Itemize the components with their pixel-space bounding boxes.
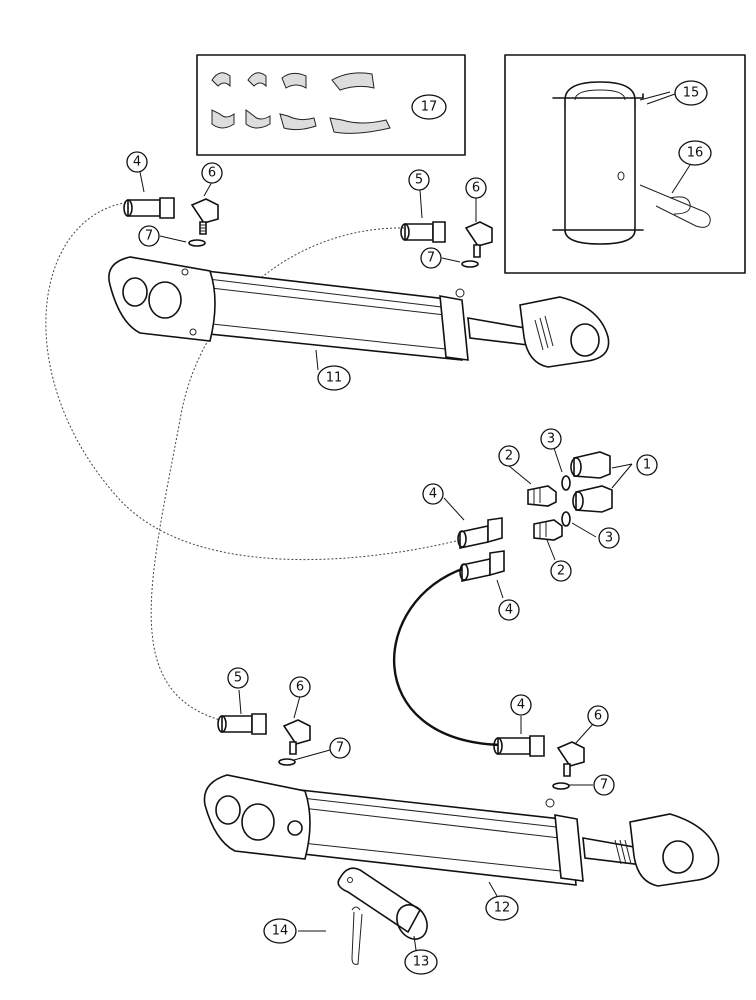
callout-label: 4 — [505, 603, 513, 618]
callout-label: 5 — [234, 671, 242, 686]
part-callouts: 17 15 16 4 6 7 5 6 7 11 2 3 1 4 3 2 4 5 … — [126, 80, 712, 975]
callout-1: 1 — [636, 454, 658, 476]
callout-4-middle-upper: 4 — [422, 483, 444, 505]
cotter-pin — [351, 906, 363, 965]
callout-label: 4 — [429, 487, 437, 502]
clevis-pin — [337, 867, 428, 940]
upper-cylinder — [108, 256, 610, 368]
leader-lines — [139, 93, 676, 951]
callout-label: 12 — [494, 901, 511, 916]
callout-6-lower-right: 6 — [587, 705, 609, 727]
callout-label: 16 — [687, 146, 704, 161]
callout-3-lower: 3 — [598, 527, 620, 549]
callout-6-top-right: 6 — [465, 177, 487, 199]
callout-7-lower-right: 7 — [593, 774, 615, 796]
callout-label: 15 — [683, 86, 700, 101]
callout-label: 11 — [326, 371, 343, 386]
callout-12: 12 — [485, 895, 519, 921]
callout-4-top-left: 4 — [126, 151, 148, 173]
callout-label: 4 — [517, 698, 525, 713]
callout-17: 17 — [411, 94, 447, 120]
hoses — [45, 201, 501, 747]
callout-5-lower-left: 5 — [227, 667, 249, 689]
callout-5-top-right: 5 — [408, 169, 430, 191]
callout-label: 4 — [133, 155, 141, 170]
fittings — [123, 197, 613, 790]
callout-15: 15 — [674, 80, 708, 106]
callout-label: 17 — [421, 100, 438, 115]
callout-label: 5 — [415, 173, 423, 188]
callout-label: 7 — [336, 741, 344, 756]
callout-6-top-left: 6 — [201, 162, 223, 184]
callout-label: 6 — [472, 181, 480, 196]
callout-4-middle-lower: 4 — [498, 599, 520, 621]
callout-2-lower: 2 — [550, 560, 572, 582]
callout-3-upper: 3 — [540, 428, 562, 450]
callout-label: 2 — [557, 564, 565, 579]
callout-label: 13 — [413, 955, 430, 970]
callout-label: 1 — [643, 458, 651, 473]
callout-label: 14 — [272, 924, 289, 939]
callout-14: 14 — [263, 918, 297, 944]
lower-cylinder — [203, 774, 720, 887]
callout-7-top-left: 7 — [138, 225, 160, 247]
callout-label: 6 — [296, 680, 304, 695]
pin-inset — [504, 54, 746, 274]
callout-11: 11 — [317, 365, 351, 391]
callout-2-upper: 2 — [498, 445, 520, 467]
callout-label: 7 — [145, 229, 153, 244]
callout-label: 3 — [605, 531, 613, 546]
callout-label: 6 — [208, 166, 216, 181]
callout-7-top-right: 7 — [420, 247, 442, 269]
spacer-clips-inset — [196, 54, 466, 156]
callout-label: 7 — [427, 251, 435, 266]
callout-4-lower-right: 4 — [510, 694, 532, 716]
callout-label: 3 — [547, 432, 555, 447]
callout-7-lower-left: 7 — [329, 737, 351, 759]
callout-label: 7 — [600, 778, 608, 793]
callout-label: 2 — [505, 449, 513, 464]
callout-16: 16 — [678, 140, 712, 166]
callout-label: 6 — [594, 709, 602, 724]
callout-6-lower-left: 6 — [289, 676, 311, 698]
callout-13: 13 — [404, 949, 438, 975]
